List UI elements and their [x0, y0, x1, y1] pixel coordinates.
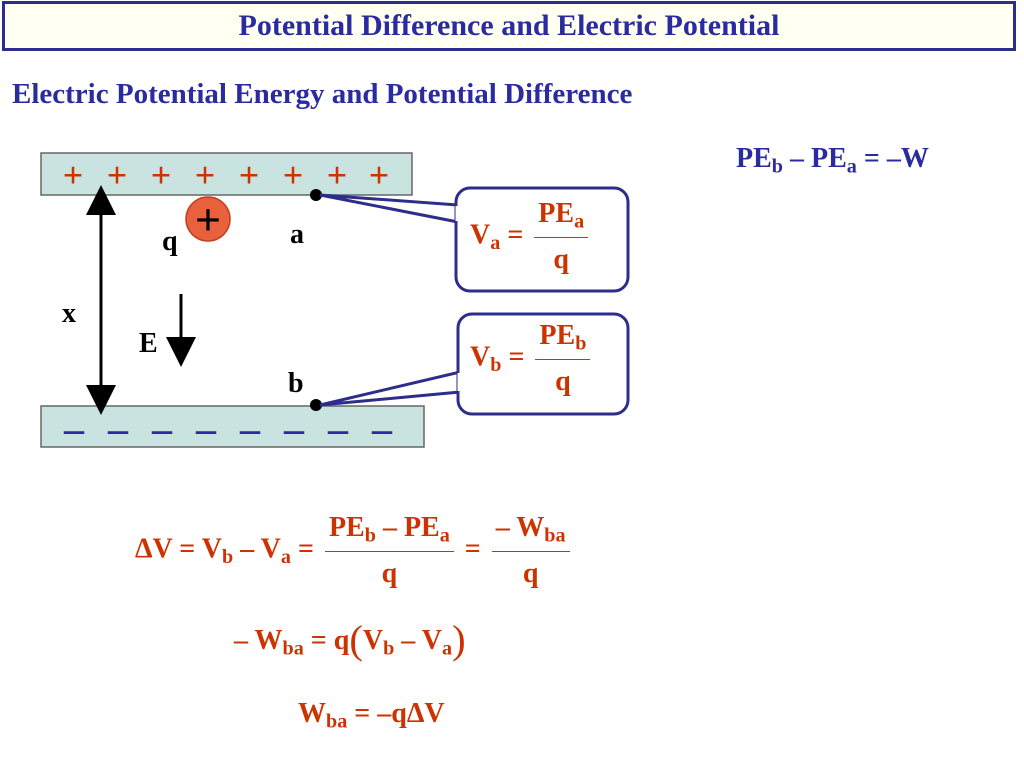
minus-sign: – — [239, 406, 261, 451]
callout-a-fraction: PEa q — [534, 198, 589, 276]
work-over-charge-fraction: – Wba q — [491, 512, 570, 590]
callout-a-equation: Va = PEa q — [470, 198, 592, 276]
final-work-equation: Wba = –qΔV — [298, 698, 445, 733]
minus-sign: – — [283, 406, 305, 451]
title-bar: Potential Difference and Electric Potent… — [2, 1, 1016, 51]
pe-difference-fraction: PEb – PEa q — [324, 512, 454, 590]
slide-subtitle: Electric Potential Energy and Potential … — [12, 78, 633, 110]
callout-a-box — [454, 186, 630, 293]
plus-sign: + — [369, 155, 390, 195]
minus-sign: – — [151, 406, 173, 451]
minus-sign: – — [327, 406, 349, 451]
plus-sign: + — [151, 155, 172, 195]
top-plate — [40, 152, 413, 196]
minus-sign: – — [63, 406, 85, 451]
callout-b-pointer — [319, 370, 462, 407]
point-a-label: a — [290, 219, 304, 250]
plus-sign: + — [283, 155, 304, 195]
plus-sign: + — [63, 155, 84, 195]
plus-sign: + — [239, 155, 260, 195]
distance-label: x — [62, 298, 76, 329]
callout-a-pointer — [319, 193, 460, 224]
callout-b-box — [456, 312, 630, 416]
point-b-label: b — [288, 368, 304, 399]
plus-sign: + — [327, 155, 348, 195]
field-label: E — [139, 328, 158, 359]
minus-sign: – — [107, 406, 129, 451]
slide-title: Potential Difference and Electric Potent… — [238, 9, 780, 42]
callout-b-equation: Vb = PEb q — [470, 320, 594, 398]
plus-sign: + — [195, 155, 216, 195]
bottom-plate — [40, 405, 425, 448]
work-equation: – Wba = q(Vb – Va) — [234, 617, 466, 662]
charge-plus-symbol: + — [195, 194, 221, 245]
minus-sign: – — [195, 406, 217, 451]
callout-b-fraction: PEb q — [535, 320, 591, 398]
point-a — [310, 189, 322, 201]
positive-charge — [185, 196, 231, 242]
point-b — [310, 399, 322, 411]
charge-label: q — [162, 226, 178, 257]
minus-sign: – — [371, 406, 393, 451]
plus-sign: + — [107, 155, 128, 195]
work-relation-equation: PEb – PEa = –W — [736, 143, 929, 178]
delta-v-equation: ΔV = Vb – Va = PEb – PEa q = – Wba q — [135, 512, 574, 590]
